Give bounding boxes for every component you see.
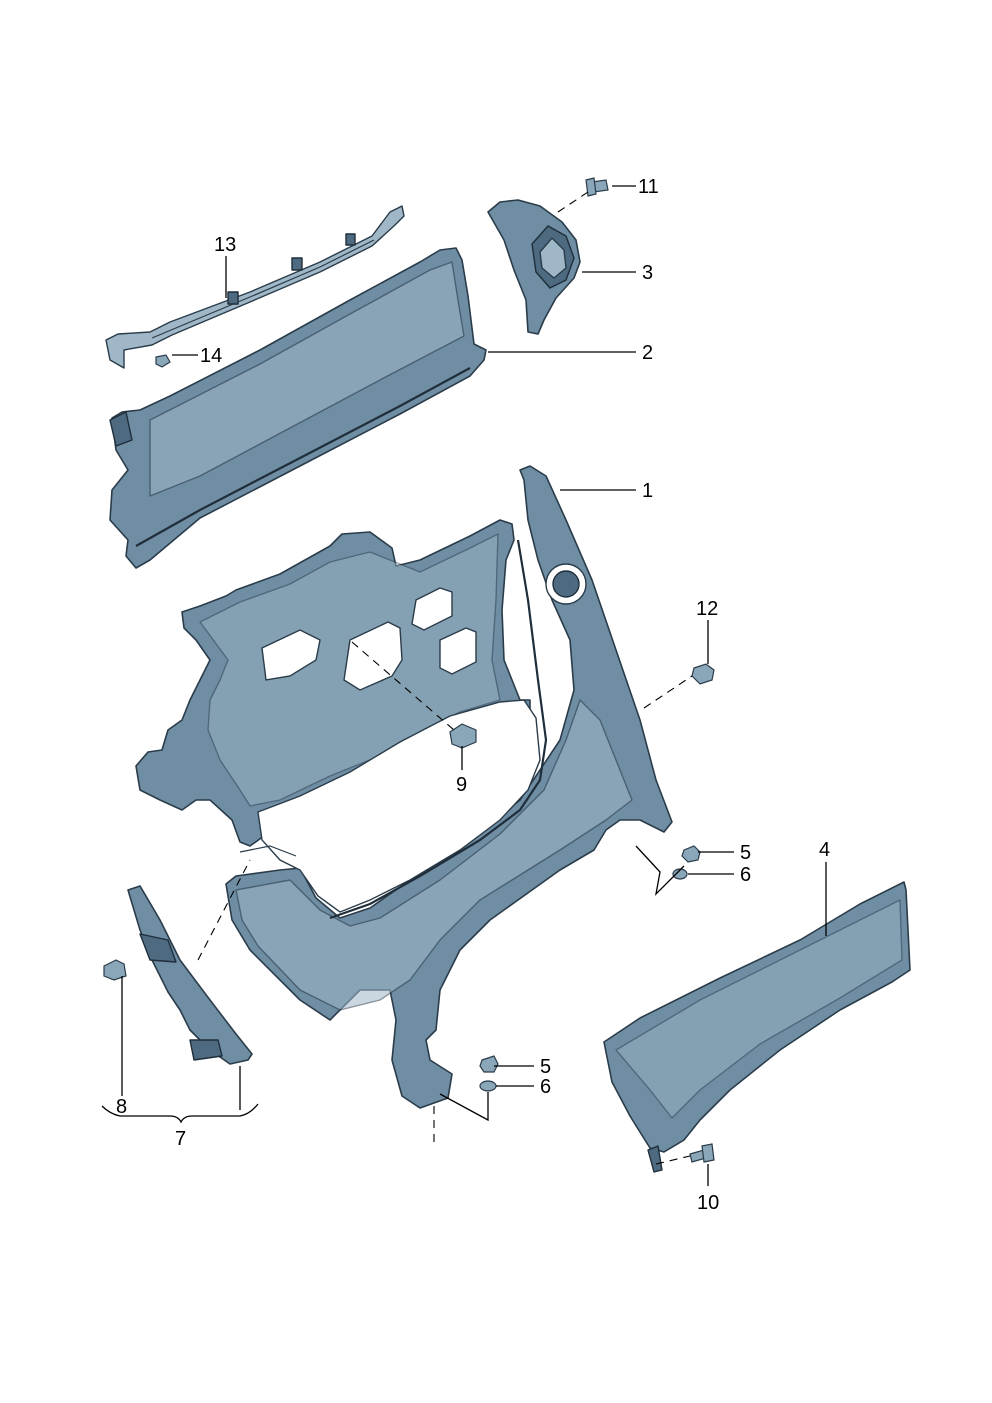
callout-7: 7 <box>175 1128 186 1150</box>
callout-6a: 6 <box>740 864 751 886</box>
callout-10: 10 <box>697 1192 719 1214</box>
part-2-upper-cover[interactable] <box>109 247 487 569</box>
callout-5b: 5 <box>540 1056 551 1078</box>
part-8-clip[interactable] <box>103 959 127 981</box>
callout-labels: 1 2 3 4 5 6 5 6 7 8 9 10 11 12 13 14 <box>116 176 830 1214</box>
assembly-lines <box>197 191 693 1165</box>
part-14-clip[interactable] <box>155 354 171 368</box>
part-10-screw[interactable] <box>689 1143 715 1163</box>
part-5-nut-lower[interactable] <box>479 1055 499 1073</box>
callout-8: 8 <box>116 1096 127 1118</box>
part-4-side-panel[interactable] <box>603 881 911 1173</box>
part-7-bracket-assembly[interactable] <box>127 885 253 1065</box>
callout-4: 4 <box>819 839 830 861</box>
callout-5a: 5 <box>740 842 751 864</box>
part-12-clip[interactable] <box>691 663 715 685</box>
callout-6b: 6 <box>540 1076 551 1098</box>
leader-lines <box>101 185 827 1186</box>
callout-13: 13 <box>214 234 236 256</box>
part-9-clip[interactable] <box>449 723 477 749</box>
part-6-washer-lower[interactable] <box>479 1080 497 1092</box>
callout-2: 2 <box>642 342 653 364</box>
part-5-nut-upper[interactable] <box>681 845 701 863</box>
callout-12: 12 <box>696 598 718 620</box>
part-3-end-trim[interactable] <box>487 199 581 335</box>
callout-9: 9 <box>456 774 467 796</box>
callout-3: 3 <box>642 262 653 284</box>
callout-14: 14 <box>200 345 222 367</box>
part-11-screw[interactable] <box>585 177 609 197</box>
part-13-trim-rail[interactable] <box>105 205 405 369</box>
part-6-washer-upper[interactable] <box>672 868 688 880</box>
callout-1: 1 <box>642 480 653 502</box>
callout-11: 11 <box>638 176 659 198</box>
